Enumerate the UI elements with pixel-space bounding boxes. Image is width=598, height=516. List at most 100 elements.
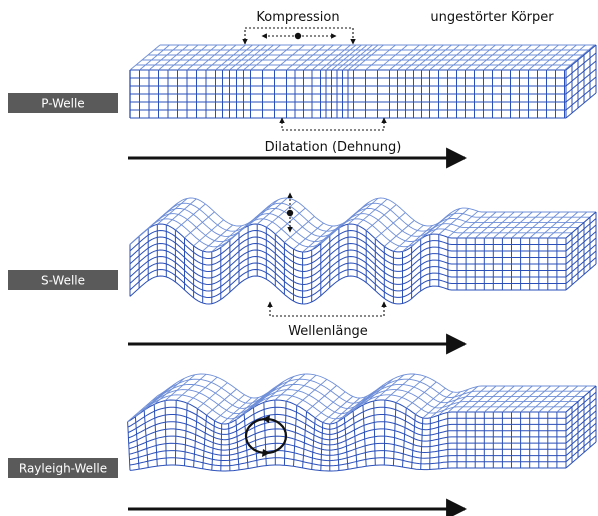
- mesh-line: [128, 428, 566, 446]
- mesh-line: [538, 385, 570, 413]
- wavelength-label: Wellenlänge: [288, 324, 368, 339]
- mesh-line: [320, 422, 324, 471]
- mesh-line: [474, 44, 505, 71]
- mesh-line: [565, 391, 597, 419]
- mesh-line: [306, 385, 337, 412]
- mesh-line: [465, 385, 497, 413]
- mesh-line: [556, 385, 588, 413]
- mesh-line: [484, 385, 515, 413]
- mesh-line: [546, 44, 577, 71]
- mesh-line: [202, 415, 207, 469]
- shear-motion-annotation: [286, 192, 294, 233]
- mesh-line: [384, 220, 415, 247]
- mesh-line: [236, 44, 267, 71]
- mesh-line: [556, 211, 588, 239]
- s-wave-tag: S-Welle: [8, 270, 118, 290]
- mesh-line: [565, 44, 597, 71]
- mesh-line: [347, 44, 379, 71]
- mesh-line: [362, 404, 367, 467]
- mesh-line: [456, 44, 487, 71]
- mesh-line: [447, 386, 479, 413]
- mesh-line: [375, 212, 406, 239]
- elliptical-motion-annotation: [244, 415, 288, 457]
- p-wave-mesh: [129, 44, 597, 119]
- mesh-line: [529, 211, 560, 239]
- mesh-line: [127, 406, 566, 430]
- mesh-line: [197, 382, 228, 410]
- s-wave-tag-background: [8, 270, 118, 290]
- mesh-line: [159, 197, 596, 227]
- mesh-line: [402, 225, 433, 252]
- mesh-line: [164, 400, 167, 466]
- rayleigh-wave-tag: Rayleigh-Welle: [8, 458, 118, 478]
- mesh-line: [202, 224, 233, 252]
- mesh-line: [356, 198, 388, 226]
- mesh-line: [565, 263, 597, 291]
- mesh-line: [166, 198, 197, 226]
- mesh-line: [384, 373, 416, 401]
- mesh-line: [392, 402, 397, 466]
- mesh-line: [206, 388, 237, 416]
- mesh-line: [565, 429, 597, 456]
- rayleigh-wave-tag-label: Rayleigh-Welle: [19, 462, 107, 476]
- mesh-line: [253, 407, 258, 467]
- mesh-line: [167, 44, 199, 71]
- mesh-line: [456, 211, 488, 239]
- mesh-line: [484, 211, 515, 239]
- wavelength-annotation: Wellenlänge: [267, 301, 387, 339]
- mesh-line: [555, 44, 586, 71]
- mesh-line: [529, 385, 560, 413]
- mesh-line: [184, 211, 215, 239]
- mesh-line: [447, 44, 478, 71]
- mesh-line: [438, 388, 469, 416]
- mesh-line: [520, 385, 551, 413]
- mesh-line: [211, 420, 215, 471]
- mesh-line: [405, 44, 436, 71]
- mesh-line: [565, 237, 597, 265]
- mesh-line: [493, 385, 524, 413]
- mesh-line: [465, 44, 496, 71]
- mesh-line: [133, 394, 572, 420]
- mesh-line: [262, 44, 293, 71]
- mesh-line: [383, 400, 386, 466]
- mesh-line: [353, 44, 384, 71]
- mesh-line: [296, 379, 328, 406]
- dilatation-bracket: [279, 117, 387, 131]
- mesh-line: [465, 211, 497, 239]
- mesh-line: [175, 203, 206, 231]
- mesh-line: [263, 402, 267, 466]
- mesh-line: [377, 44, 408, 71]
- mesh-line: [193, 408, 198, 468]
- mesh-line: [565, 92, 597, 119]
- mesh-line: [429, 44, 460, 71]
- mesh-line: [493, 211, 524, 239]
- mesh-line: [311, 417, 316, 470]
- mesh-line: [502, 211, 533, 239]
- mesh-line: [325, 44, 357, 71]
- s-wave-tag-label: S-Welle: [41, 274, 85, 288]
- mesh-line: [294, 44, 326, 71]
- mesh-line: [129, 44, 161, 71]
- mesh-line: [211, 225, 243, 253]
- mesh-line: [397, 44, 428, 71]
- mesh-line: [565, 244, 597, 271]
- mesh-line: [565, 435, 597, 463]
- mesh-line: [331, 44, 362, 71]
- mesh-line: [302, 411, 308, 468]
- mesh-line: [215, 44, 246, 71]
- mesh-line: [186, 44, 218, 71]
- mesh-line: [336, 422, 340, 471]
- mesh-line: [157, 373, 596, 399]
- mesh-line: [402, 407, 407, 468]
- particle-dot: [286, 209, 294, 217]
- mesh-line: [139, 44, 170, 71]
- mesh-line: [220, 423, 223, 471]
- wavelength-bracket: [267, 301, 387, 317]
- mesh-line: [243, 44, 274, 71]
- mesh-line: [147, 207, 584, 237]
- undisturbed-body-label: ungestörter Körper: [430, 10, 554, 25]
- mesh-line: [537, 44, 568, 71]
- mesh-line: [127, 421, 131, 471]
- mesh-line: [145, 383, 584, 409]
- mesh-line: [311, 44, 343, 71]
